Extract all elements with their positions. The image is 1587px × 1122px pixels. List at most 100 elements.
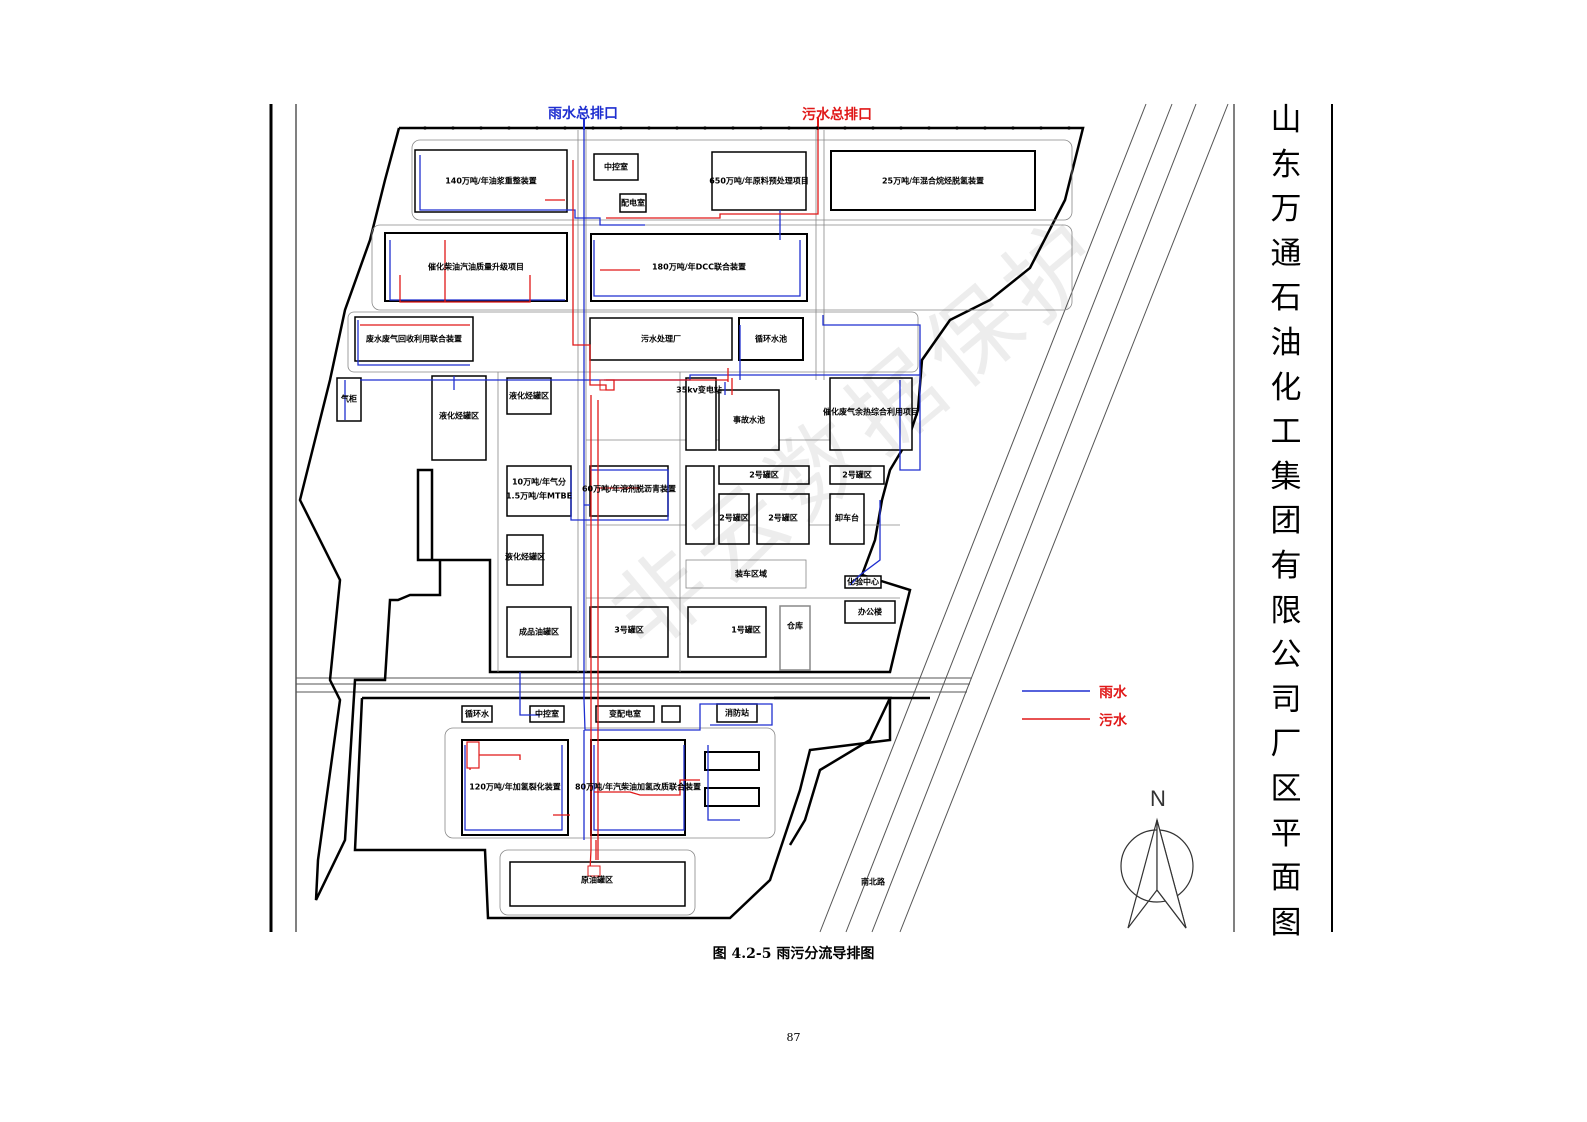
building-label: 南北路	[861, 877, 885, 887]
title-char: 山	[1270, 102, 1302, 138]
north-arrow	[1120, 817, 1194, 929]
site-boundary-north	[298, 126, 1085, 901]
title-char: 司	[1270, 681, 1302, 718]
fence-tick	[675, 126, 679, 130]
title-char: 油	[1270, 324, 1302, 361]
building-label: 1.5万吨/年MTBE	[505, 491, 573, 501]
fence-tick	[535, 126, 539, 130]
building-label: 催化柴油汽油质量升级项目	[428, 262, 524, 272]
title-char: 图	[1270, 904, 1302, 941]
fence-tick	[955, 126, 959, 130]
building-label: 循环水池	[755, 334, 787, 344]
fence-tick	[703, 126, 707, 130]
title-char: 面	[1270, 860, 1302, 897]
fence-tick	[451, 126, 455, 130]
outlet-markers	[466, 118, 819, 877]
title-char: 工	[1270, 414, 1302, 451]
building-label: 液化烃罐区	[505, 552, 545, 562]
horizontal-road	[296, 677, 972, 693]
fence-tick	[563, 126, 567, 130]
legend-lines	[1022, 690, 1090, 720]
fence-tick	[591, 126, 595, 130]
title-char: 公	[1270, 637, 1302, 674]
building-label: 2号罐区	[749, 470, 779, 480]
page-number: 87	[786, 1031, 801, 1044]
title-char: 有	[1270, 547, 1302, 584]
building-label: 配电室	[621, 198, 645, 208]
building-label: 变配电室	[609, 709, 641, 719]
fence-tick	[731, 126, 735, 130]
rain-water-network	[344, 128, 921, 840]
building-label: 原油罐区	[581, 875, 613, 885]
building-label: 废水废气回收利用联合装置	[366, 334, 462, 344]
building-label: 120万吨/年加氢裂化装置	[469, 782, 561, 792]
building-label: 180万吨/年DCC联合装置	[651, 262, 747, 272]
fence-tick	[423, 126, 427, 130]
fence-tick	[619, 126, 623, 130]
building-label: 10万吨/年气分	[511, 477, 567, 487]
building-label: 2号罐区	[768, 513, 798, 523]
fence-tick	[787, 126, 791, 130]
title-char: 通	[1270, 235, 1302, 272]
building-label: 气柜	[341, 394, 357, 404]
building-label: 80万吨/年汽柴油加氢改质联合装置	[574, 782, 702, 792]
title-char: 区	[1270, 770, 1302, 807]
building-label: 化验中心	[847, 577, 879, 587]
title-char: 东	[1270, 146, 1302, 183]
legend-rain-label: 雨水	[1099, 684, 1127, 700]
title-char: 化	[1270, 369, 1302, 406]
sewage-outlet-label: 污水总排口	[802, 106, 872, 122]
vertical-title: 山东万通石油化工集团有限公司厂区平面图	[1262, 98, 1310, 945]
fence-tick	[927, 126, 931, 130]
building-label: 液化烃罐区	[509, 391, 549, 401]
building-label: 25万吨/年混合烷烃脱氢装置	[881, 176, 985, 186]
title-char: 团	[1270, 503, 1302, 540]
fence-tick	[983, 126, 987, 130]
building-label: 成品油罐区	[519, 627, 559, 637]
fence-tick	[843, 126, 847, 130]
building-label: 仓库	[787, 621, 803, 631]
title-char: 限	[1270, 592, 1302, 629]
building-label: 催化废气余热综合利用项目	[823, 407, 919, 417]
title-char: 石	[1270, 280, 1302, 317]
north-label: N	[1150, 786, 1166, 811]
fence-tick	[871, 126, 875, 130]
building-label: 循环水	[465, 709, 489, 719]
fence-tick	[759, 126, 763, 130]
building-label: 1号罐区	[731, 625, 761, 635]
fence-tick	[1039, 126, 1043, 130]
fence-tick	[1011, 126, 1015, 130]
south-block-east	[774, 696, 892, 846]
building-label: 污水处理厂	[641, 334, 681, 344]
building-label: 35kv变电站	[676, 385, 722, 395]
figure-caption: 图 4.2-5 雨污分流导排图	[712, 946, 875, 962]
fence-tick	[479, 126, 483, 130]
building-label: 中控室	[604, 162, 628, 172]
buildings	[336, 149, 1036, 907]
building-label: 140万吨/年油浆重整装置	[445, 176, 537, 186]
fence-tick	[647, 126, 651, 130]
fence-tick	[507, 126, 511, 130]
building-label: 卸车台	[835, 513, 859, 523]
frame-lines	[269, 104, 1333, 932]
rain-outlet-label: 雨水总排口	[548, 105, 618, 121]
diagonal-road	[819, 103, 1229, 933]
fence-tick	[815, 126, 819, 130]
building-label: 消防站	[725, 708, 749, 718]
building-label: 办公楼	[858, 607, 882, 617]
fence-tick	[899, 126, 903, 130]
legend-sewage-label: 污水	[1099, 712, 1127, 728]
title-char: 厂	[1270, 726, 1302, 763]
fence-tick	[1067, 126, 1071, 130]
building-label: 中控室	[535, 709, 559, 719]
title-char: 平	[1270, 815, 1302, 852]
title-char: 万	[1270, 191, 1302, 228]
building-label: 3号罐区	[614, 625, 644, 635]
building-label: 650万吨/年原料预处理项目	[709, 176, 809, 186]
building-label: 2号罐区	[719, 513, 749, 523]
building-label: 装车区域	[735, 569, 767, 579]
title-char: 集	[1270, 458, 1302, 495]
building-label: 液化烃罐区	[439, 411, 479, 421]
building-label: 60万吨/年溶剂脱沥青装置	[581, 484, 677, 494]
